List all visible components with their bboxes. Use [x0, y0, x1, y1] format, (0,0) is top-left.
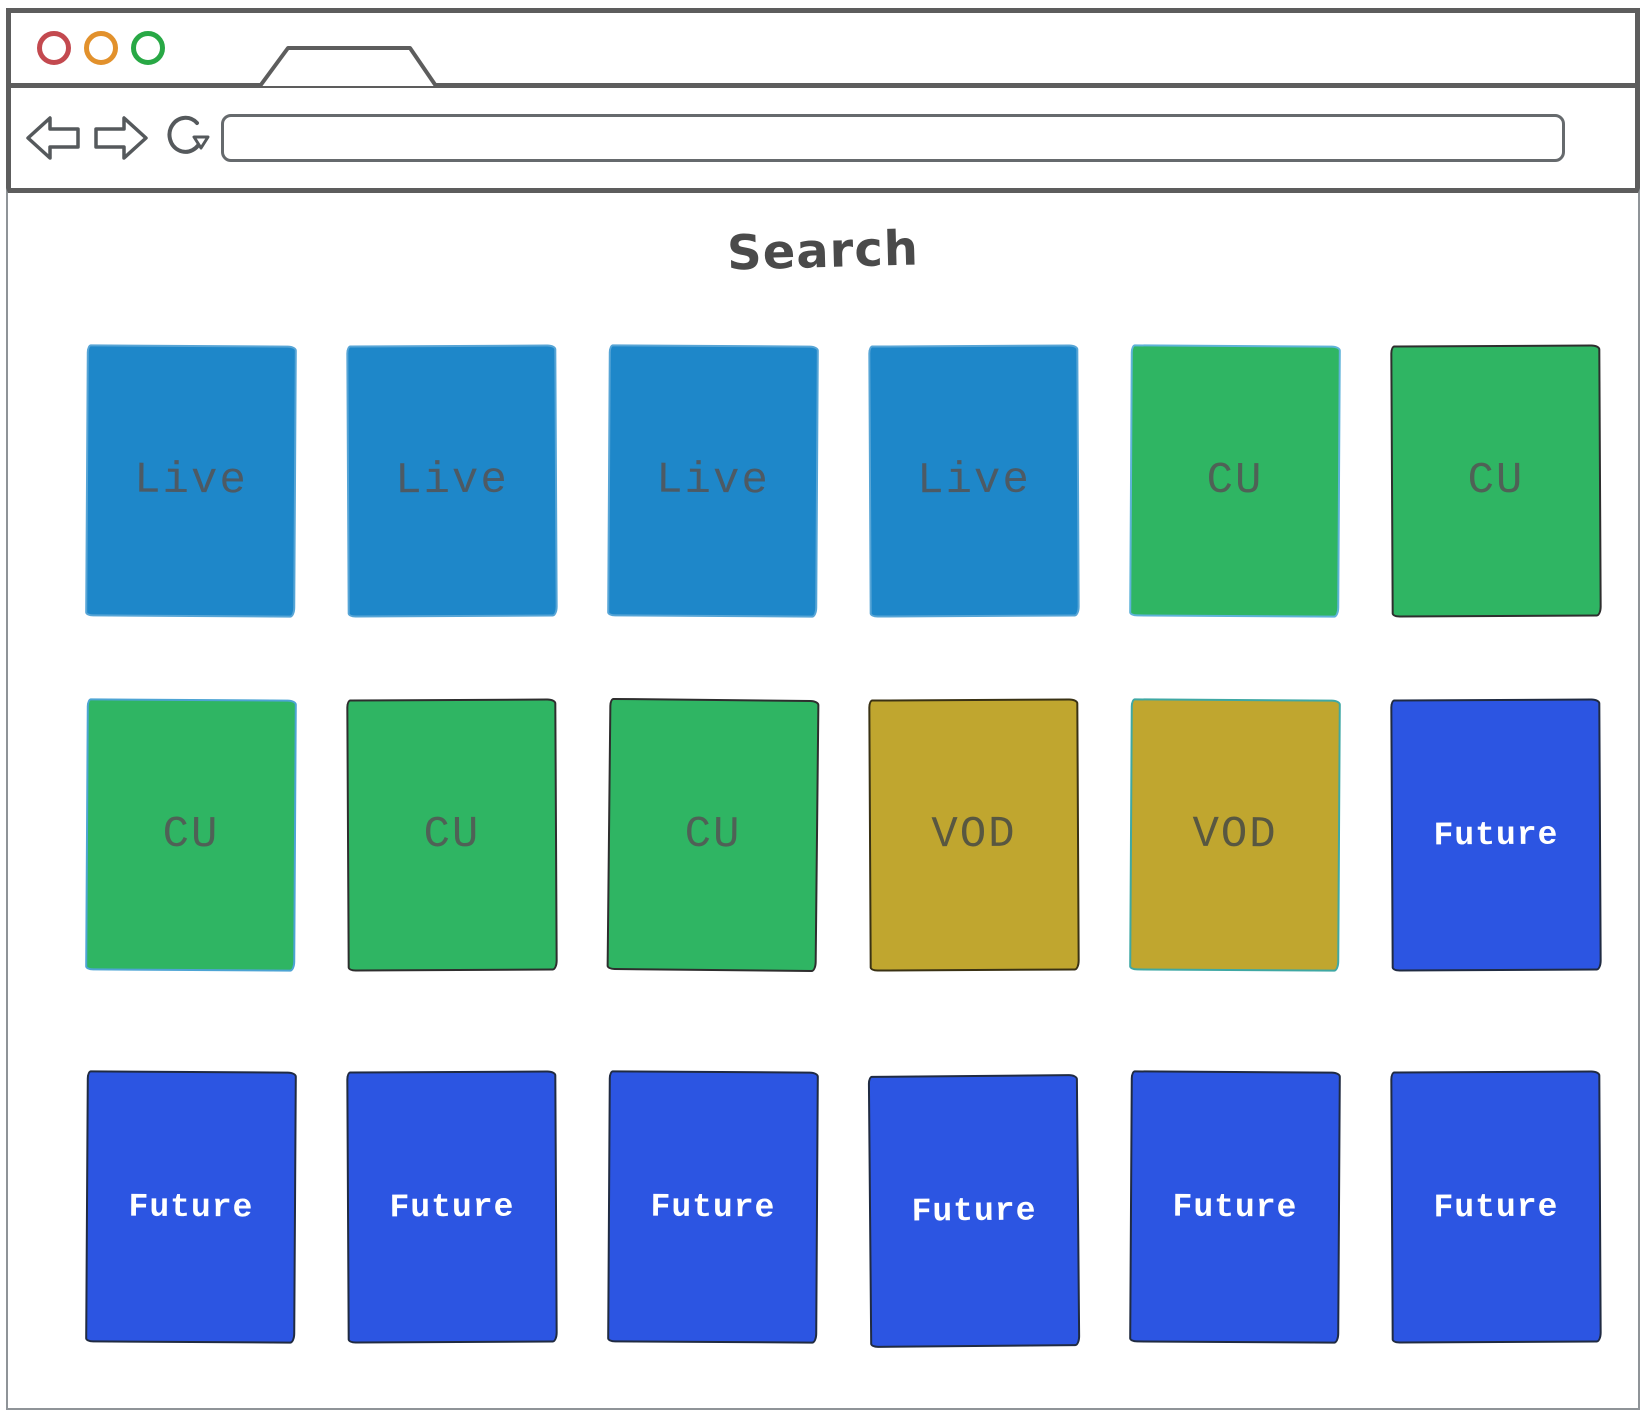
- card-live[interactable]: Live: [607, 344, 819, 618]
- browser-chrome: [6, 8, 1640, 188]
- card-label: Live: [395, 455, 509, 507]
- card-vod[interactable]: VOD: [1129, 698, 1341, 972]
- card-label: CU: [1206, 455, 1264, 507]
- card-future[interactable]: Future: [346, 1070, 558, 1344]
- close-window-button[interactable]: [37, 31, 71, 65]
- card-cu[interactable]: CU: [606, 697, 820, 973]
- card-future[interactable]: Future: [1390, 1070, 1602, 1344]
- card-live[interactable]: Live: [346, 344, 558, 618]
- titlebar: [11, 13, 1635, 87]
- back-arrow-icon: [26, 116, 80, 160]
- browser-tab[interactable]: [257, 43, 439, 87]
- card-label: Future: [650, 1188, 776, 1226]
- card-vod[interactable]: VOD: [868, 698, 1080, 972]
- traffic-lights: [37, 31, 165, 65]
- minimize-window-button[interactable]: [84, 31, 118, 65]
- back-button[interactable]: [25, 112, 81, 164]
- card-label: CU: [684, 809, 742, 861]
- card-live[interactable]: Live: [868, 344, 1080, 618]
- card-cu[interactable]: CU: [1129, 344, 1341, 618]
- card-label: Live: [917, 455, 1031, 507]
- navbar: [11, 88, 1635, 188]
- card-label: VOD: [931, 809, 1017, 861]
- card-label: Future: [128, 1188, 254, 1226]
- card-label: CU: [423, 809, 481, 861]
- card-cu[interactable]: CU: [1390, 344, 1602, 618]
- card-label: Live: [134, 455, 248, 507]
- card-live[interactable]: Live: [85, 344, 297, 618]
- card-future[interactable]: Future: [867, 1074, 1081, 1348]
- reload-button[interactable]: [161, 111, 211, 165]
- forward-button[interactable]: [93, 112, 149, 164]
- card-cu[interactable]: CU: [346, 698, 558, 972]
- card-label: Future: [1433, 1188, 1559, 1226]
- forward-arrow-icon: [94, 116, 148, 160]
- card-future[interactable]: Future: [85, 1070, 297, 1344]
- card-label: CU: [162, 809, 220, 861]
- card-label: Future: [911, 1191, 1037, 1231]
- reload-icon: [167, 115, 210, 154]
- card-label: Live: [656, 455, 770, 507]
- card-future[interactable]: Future: [1129, 1070, 1341, 1344]
- card-future[interactable]: Future: [607, 1070, 819, 1344]
- card-row: CU CU CU VOD VOD Future: [85, 697, 1638, 973]
- card-label: CU: [1467, 455, 1525, 507]
- card-label: Future: [1172, 1188, 1298, 1226]
- url-input[interactable]: [221, 114, 1565, 162]
- maximize-window-button[interactable]: [131, 31, 165, 65]
- chrome-divider: [11, 83, 1635, 88]
- card-cu[interactable]: CU: [85, 698, 297, 972]
- card-label: Future: [389, 1188, 515, 1226]
- card-label: VOD: [1192, 809, 1278, 861]
- card-label: Future: [1433, 816, 1559, 854]
- page-title: Search: [726, 220, 920, 282]
- card-row: Future Future Future Future Future Future: [85, 1070, 1638, 1348]
- card-row: Live Live Live Live CU CU: [85, 344, 1638, 618]
- card-future[interactable]: Future: [1390, 698, 1602, 972]
